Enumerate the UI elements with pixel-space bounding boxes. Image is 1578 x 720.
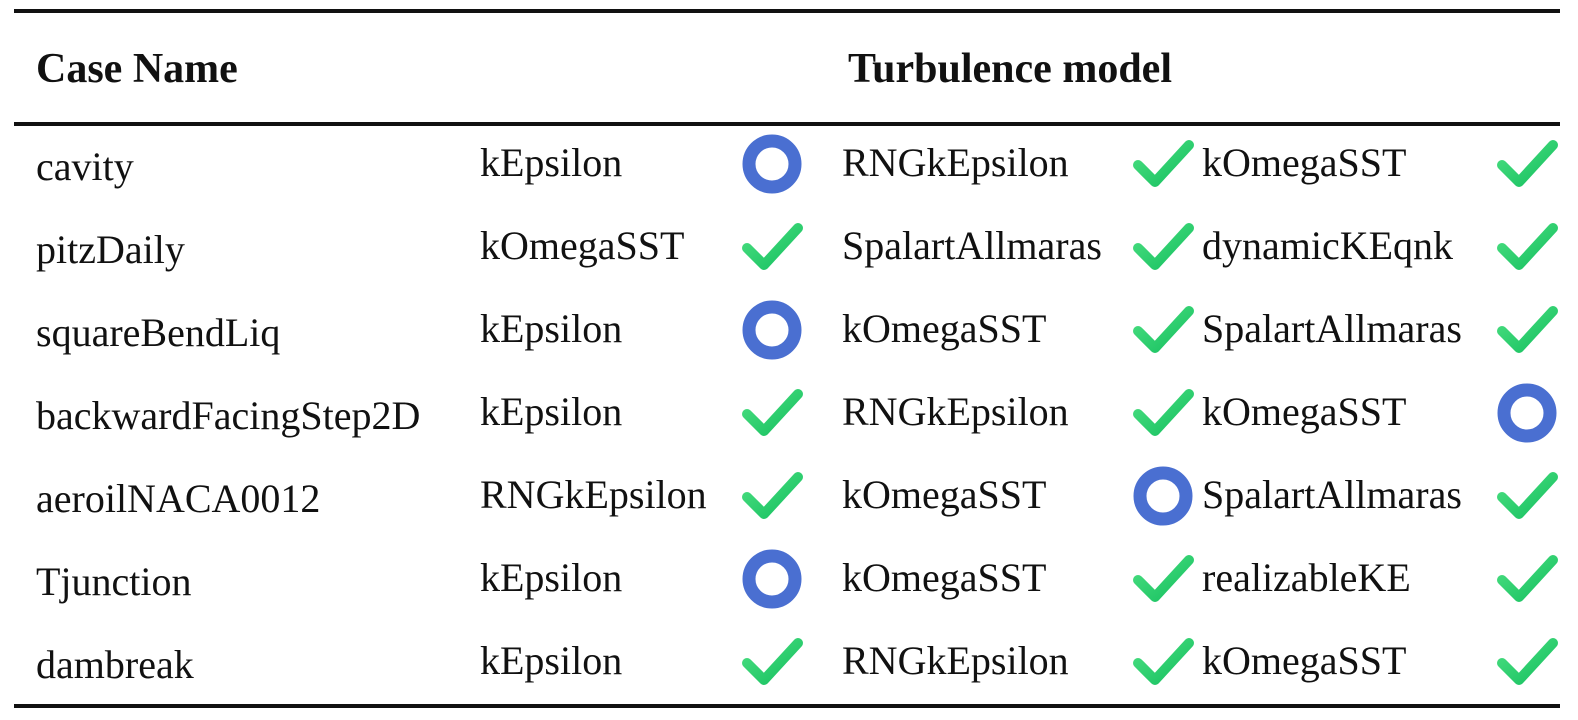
model-cell: kEpsilon xyxy=(480,389,623,434)
header-turbulence-model: Turbulence model xyxy=(848,46,1172,92)
model-cell: SpalartAllmaras xyxy=(1202,472,1462,517)
case-name-cell: backwardFacingStep2D xyxy=(36,393,421,438)
check-icon xyxy=(1495,215,1559,279)
check-icon xyxy=(1495,464,1559,528)
model-cell: kOmegaSST xyxy=(842,472,1047,517)
model-cell: kOmegaSST xyxy=(842,555,1047,600)
circle-icon xyxy=(740,547,804,611)
circle-icon xyxy=(1495,381,1559,445)
model-cell: kOmegaSST xyxy=(1202,389,1407,434)
table-row: dambreak kEpsilon RNGkEpsilon kOmegaSST xyxy=(0,620,1578,703)
check-icon xyxy=(740,215,804,279)
check-icon xyxy=(1495,547,1559,611)
model-cell: kEpsilon xyxy=(480,306,623,351)
table-row: pitzDaily kOmegaSST SpalartAllmaras dyna… xyxy=(0,205,1578,288)
model-cell: kOmegaSST xyxy=(1202,638,1407,683)
model-cell: SpalartAllmaras xyxy=(1202,306,1462,351)
model-cell: dynamicKEqnk xyxy=(1202,223,1454,268)
model-cell: kEpsilon xyxy=(480,638,623,683)
table-top-rule xyxy=(14,9,1560,13)
check-icon xyxy=(1131,215,1195,279)
check-icon xyxy=(1131,547,1195,611)
check-icon xyxy=(1495,630,1559,694)
model-cell: RNGkEpsilon xyxy=(842,140,1069,185)
model-cell: RNGkEpsilon xyxy=(842,389,1069,434)
model-cell: realizableKE xyxy=(1202,555,1411,600)
model-cell: SpalartAllmaras xyxy=(842,223,1102,268)
check-icon xyxy=(1495,298,1559,362)
check-icon xyxy=(1131,298,1195,362)
table-row: aeroilNACA0012 RNGkEpsilon kOmegaSST Spa… xyxy=(0,454,1578,537)
check-icon xyxy=(740,464,804,528)
check-icon xyxy=(1131,132,1195,196)
case-name-cell: squareBendLiq xyxy=(36,310,281,355)
check-icon xyxy=(1495,132,1559,196)
check-icon xyxy=(1131,630,1195,694)
model-cell: RNGkEpsilon xyxy=(480,472,707,517)
case-name-cell: dambreak xyxy=(36,642,194,687)
table-bottom-rule xyxy=(14,704,1560,708)
model-cell: kOmegaSST xyxy=(842,306,1047,351)
case-name-cell: aeroilNACA0012 xyxy=(36,476,321,521)
table-row: Tjunction kEpsilon kOmegaSST realizableK… xyxy=(0,537,1578,620)
case-name-cell: cavity xyxy=(36,144,134,189)
model-cell: kOmegaSST xyxy=(1202,140,1407,185)
check-icon xyxy=(1131,381,1195,445)
model-cell: kEpsilon xyxy=(480,140,623,185)
table-row: squareBendLiq kEpsilon kOmegaSST Spalart… xyxy=(0,288,1578,371)
model-cell: RNGkEpsilon xyxy=(842,638,1069,683)
circle-icon xyxy=(1131,464,1195,528)
case-name-cell: pitzDaily xyxy=(36,227,185,272)
model-cell: kEpsilon xyxy=(480,555,623,600)
header-case-name: Case Name xyxy=(36,46,238,92)
table-row: cavity kEpsilon RNGkEpsilon kOmegaSST xyxy=(0,122,1578,205)
table-header-rule xyxy=(14,122,1560,126)
circle-icon xyxy=(740,298,804,362)
check-icon xyxy=(740,630,804,694)
circle-icon xyxy=(740,132,804,196)
table-row: backwardFacingStep2D kEpsilon RNGkEpsilo… xyxy=(0,371,1578,454)
model-cell: kOmegaSST xyxy=(480,223,685,268)
check-icon xyxy=(740,381,804,445)
case-name-cell: Tjunction xyxy=(36,559,192,604)
